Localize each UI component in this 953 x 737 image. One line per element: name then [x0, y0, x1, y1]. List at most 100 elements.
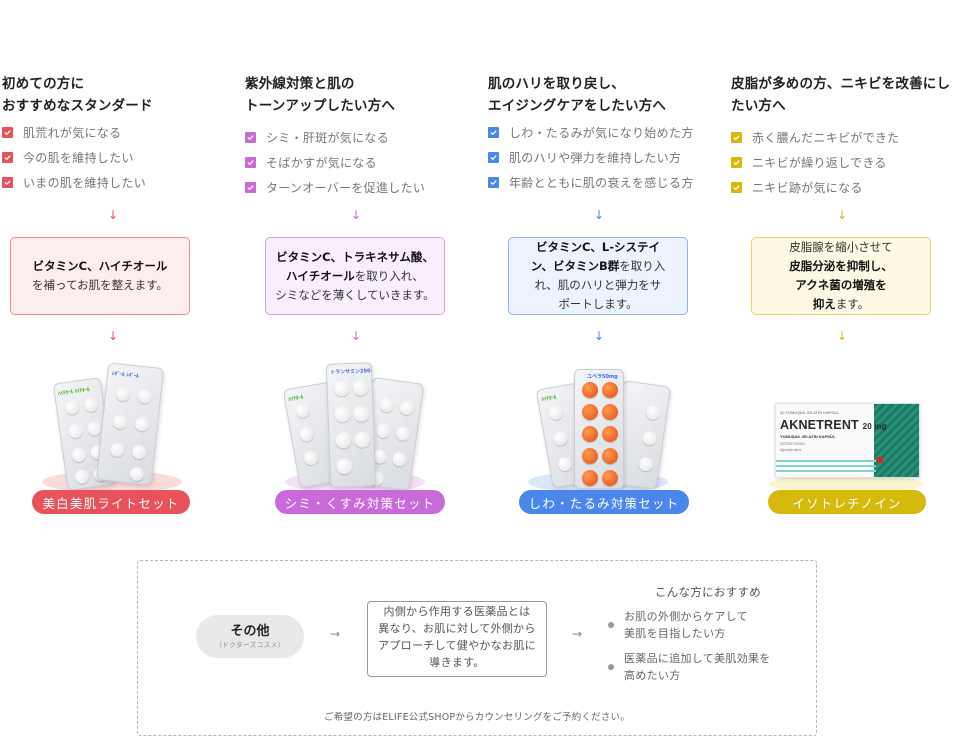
down-arrow-icon: ↓	[350, 329, 362, 343]
recommend-text: 高めたい方	[624, 669, 681, 682]
concern-label: しわ・たるみが気になり始めた方	[509, 126, 694, 140]
down-arrow-icon: ↓	[836, 208, 848, 222]
plan-column-standard: 初めての方に おすすめなスタンダード 肌荒れが気になる 今の肌を維持したい いま…	[0, 0, 240, 530]
concern-list: しわ・たるみが気になり始めた方 肌のハリや弾力を維持したい方 年齢とともに肌の衰…	[488, 120, 724, 195]
effect-text: を補ってお肌を整えます。	[32, 278, 168, 292]
effect-highlight: ン、ビタミンB群	[530, 259, 620, 273]
plan-column-acne: 皮脂が多めの方、ニキビを改善にし たい方へ 赤く膿んだニキビができた ニキビが繰…	[729, 0, 953, 530]
other-section: その他 （ドクターズコスメ） → 内側から作用する医薬品とは 異なり、お肌に対し…	[137, 560, 817, 736]
description-line: アプローチして健やかなお肌に	[378, 639, 536, 652]
effect-text: ます。	[835, 297, 870, 311]
recommend-text: お肌の外側からケアして	[624, 610, 748, 623]
down-arrow-icon: ↓	[836, 329, 848, 343]
other-title: その他	[230, 623, 270, 639]
down-arrow-icon: ↓	[107, 208, 119, 222]
product-name-button[interactable]: シミ・くすみ対策セット	[275, 490, 445, 514]
recommend-title: こんな方におすすめ	[654, 585, 762, 599]
effect-box: ビタミンC、L-システイン、ビタミンB群を取り入れ、肌のハリと弾力をサポートしま…	[508, 237, 688, 315]
effect-highlight: 皮脂分泌を抑制し、	[789, 259, 893, 273]
package-note: Ağızdan alınır	[780, 448, 802, 452]
effect-highlight: ビタミンC、ハイチオール	[32, 259, 168, 273]
effect-highlight: ハイチオール	[286, 268, 355, 283]
checkbox-checked-icon	[488, 177, 499, 188]
concern-item: ニキビ跡が気になる	[731, 175, 953, 200]
effect-text: れ、肌のハリと弾力をサ	[534, 278, 662, 292]
other-category-pill[interactable]: その他 （ドクターズコスメ）	[196, 615, 304, 658]
concern-item: シミ・肝斑が気になる	[245, 125, 481, 150]
product-image-medicine-box: 30 YUMUŞAK JELATİN KAPSÜL AKNETRENT 20 m…	[759, 355, 929, 495]
description-line: 導きます。	[429, 656, 485, 669]
product-image-blister-packs: ﾊｲﾁｵｰﾙ トランサミン250mg	[273, 355, 443, 495]
effect-highlight: 抑え	[812, 297, 836, 311]
recommend-item: お肌の外側からケアして美肌を目指したい方	[608, 608, 808, 642]
concern-label: シミ・肝斑が気になる	[266, 131, 390, 145]
down-arrow-icon: ↓	[593, 208, 605, 222]
title-line: 紫外線対策と肌の	[245, 76, 355, 92]
medicine-box: 30 YUMUŞAK JELATİN KAPSÜL AKNETRENT 20 m…	[775, 403, 920, 478]
checkbox-checked-icon	[2, 177, 13, 188]
blister-pack: ﾚｷﾞｰﾙ ﾚｷﾞｰﾙ	[95, 362, 165, 486]
description-line: 内側から作用する医薬品とは	[383, 605, 531, 618]
concern-list: 赤く膿んだニキビができた ニキビが繰り返しできる ニキビ跡が気になる	[731, 125, 953, 200]
product-name-button[interactable]: しわ・たるみ対策セット	[519, 490, 689, 514]
brand-dose: 20 mg	[862, 422, 887, 431]
brand-name: AKNETRENT	[780, 418, 859, 432]
title-line: トーンアップしたい方へ	[245, 98, 396, 114]
counseling-note: ご希望の方はELIFE公式SHOPからカウンセリングをご予約ください。	[324, 712, 630, 723]
column-title: 紫外線対策と肌の トーンアップしたい方へ	[245, 73, 471, 117]
concern-item: そばかすが気になる	[245, 150, 481, 175]
other-description-box: 内側から作用する医薬品とは 異なり、お肌に対して外側から アプローチして健やかな…	[367, 601, 547, 677]
concern-label: ニキビが繰り返しできる	[752, 156, 887, 170]
title-line: 皮脂が多めの方、ニキビを改善にし	[731, 76, 951, 92]
package-caption: 30 YUMUŞAK JELATİN KAPSÜL	[780, 410, 839, 415]
product-shadow	[769, 475, 924, 493]
checkbox-checked-icon	[731, 182, 742, 193]
concern-label: いまの肌を維持したい	[23, 176, 147, 190]
title-line: たい方へ	[731, 98, 786, 114]
checkbox-checked-icon	[731, 132, 742, 143]
concern-list: シミ・肝斑が気になる そばかすが気になる ターンオーバーを促進したい	[245, 125, 481, 200]
checkbox-checked-icon	[488, 152, 499, 163]
package-brand: AKNETRENT 20 mg	[780, 418, 887, 432]
concern-label: ターンオーバーを促進したい	[266, 181, 426, 195]
column-title: 肌のハリを取り戻し、 エイジングケアをしたい方へ	[488, 73, 714, 117]
title-line: おすすめなスタンダード	[2, 98, 153, 114]
product-image-blister-packs: ﾊｲﾁｵｰﾙ ユベラ50mg	[516, 355, 686, 495]
right-arrow-icon: →	[330, 627, 341, 641]
concern-label: 赤く膿んだニキビができた	[752, 131, 900, 145]
concern-item: 今の肌を維持したい	[2, 145, 238, 170]
effect-highlight: ビタミンC、L-システイ	[535, 240, 661, 254]
title-line: 初めての方に	[2, 76, 85, 92]
down-arrow-icon: ↓	[350, 208, 362, 222]
package-subtitle: YUMUŞAK JELATİN KAPSÜL	[780, 434, 836, 439]
concern-label: ニキビ跡が気になる	[752, 181, 863, 195]
column-title: 初めての方に おすすめなスタンダード	[2, 73, 228, 117]
concern-item: しわ・たるみが気になり始めた方	[488, 120, 724, 145]
down-arrow-icon: ↓	[593, 329, 605, 343]
concern-item: 肌荒れが気になる	[2, 120, 238, 145]
concern-item: 肌のハリや弾力を維持したい方	[488, 145, 724, 170]
concern-label: そばかすが気になる	[266, 156, 377, 170]
title-line: エイジングケアをしたい方へ	[488, 98, 667, 114]
recommend-list: こんな方におすすめ お肌の外側からケアして美肌を目指したい方 医薬品に追加して美…	[608, 584, 808, 692]
down-arrow-icon: ↓	[107, 329, 119, 343]
checkbox-checked-icon	[488, 127, 499, 138]
effect-box: 皮脂腺を縮小させて皮脂分泌を抑制し、アクネ菌の増殖を抑えます。	[751, 237, 931, 315]
effect-highlight: アクネ菌の増殖を	[795, 278, 887, 292]
effect-highlight: ビタミンC、トラキネサム酸、	[276, 249, 434, 264]
plan-column-whitening: 紫外線対策と肌の トーンアップしたい方へ シミ・肝斑が気になる そばかすが気にな…	[243, 0, 483, 530]
manufacturer-logo-icon	[877, 457, 883, 463]
recommend-text: 医薬品に追加して美肌効果を	[624, 652, 771, 665]
bullet-icon	[608, 664, 614, 670]
plan-column-aging-care: 肌のハリを取り戻し、 エイジングケアをしたい方へ しわ・たるみが気になり始めた方…	[486, 0, 726, 530]
package-ingredient: İZOTRETİNOİN	[780, 442, 805, 446]
product-name-button[interactable]: 美白美肌ライトセット	[32, 490, 190, 514]
product-name-button[interactable]: イソトレチノイン	[768, 490, 926, 514]
checkbox-checked-icon	[245, 132, 256, 143]
effect-text: 皮脂腺を縮小させて	[789, 240, 893, 254]
effect-text: を取り入	[619, 259, 666, 273]
concern-label: 肌のハリや弾力を維持したい方	[509, 151, 682, 165]
concern-item: いまの肌を維持したい	[2, 170, 238, 195]
checkbox-checked-icon	[2, 152, 13, 163]
concern-item: 赤く膿んだニキビができた	[731, 125, 953, 150]
